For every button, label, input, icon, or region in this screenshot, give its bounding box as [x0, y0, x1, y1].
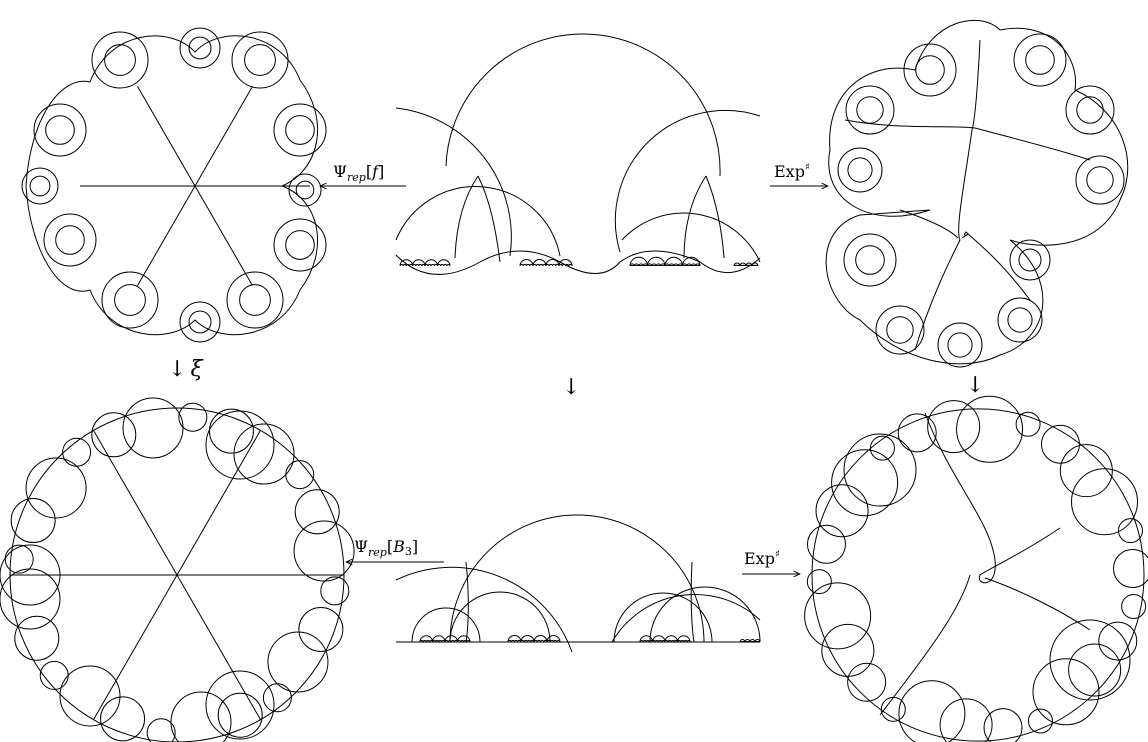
top-right-fractal-blob: [826, 20, 1128, 367]
top-left-fractal-blob: [22, 28, 326, 342]
bottom-center-halfplane-tiling: [396, 515, 760, 652]
bottom-right-arrow-label: Exp♯: [744, 549, 780, 568]
top-center-halfplane-tiling: [396, 34, 760, 274]
right-down-arrow: ↓: [966, 373, 984, 398]
bottom-right-disk-tiling: [805, 396, 1148, 742]
bottom-left-disk-tiling: [0, 398, 354, 742]
bottom-left-arrow-label: Ψrep[B3]: [354, 537, 418, 559]
center-down-arrow: ↓: [562, 375, 580, 400]
left-down-arrow: ↓ξ: [168, 357, 204, 382]
top-right-arrow-label: Exp♯: [774, 162, 810, 181]
top-left-arrow-label: Ψrep[f]: [333, 162, 384, 184]
